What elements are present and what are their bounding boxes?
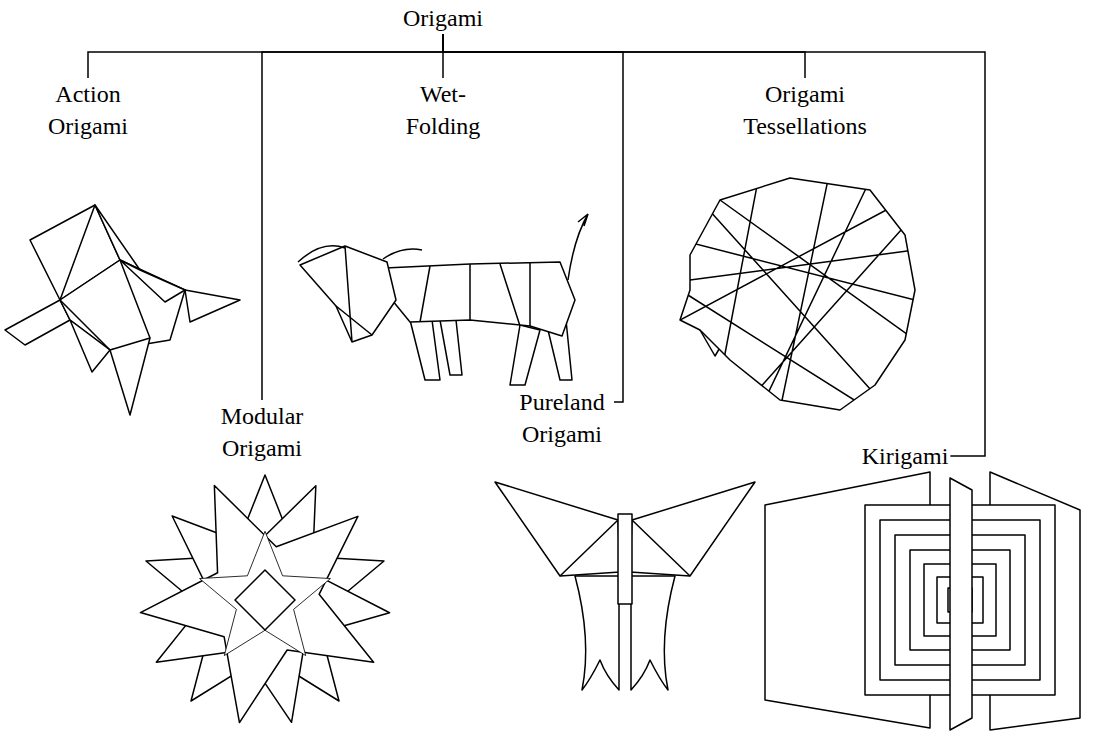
- category-name: Origami: [403, 2, 483, 34]
- modular-star-figure-part: [110, 428, 437, 735]
- butterfly-figure-part: [495, 482, 620, 576]
- category-label: Pureland Origami: [512, 386, 612, 450]
- bull-figure-part: [568, 214, 588, 280]
- butterfly-figure-part: [618, 514, 632, 604]
- frog-figure-part: [185, 290, 240, 322]
- butterfly-figure-part: [631, 576, 675, 690]
- tree-branch: [88, 34, 443, 78]
- category-name: Pureland Origami: [512, 386, 612, 450]
- kirigami-card-figure: [765, 472, 1080, 730]
- category-name: Origami Tessellations: [735, 78, 875, 142]
- root-label: Origami: [403, 2, 483, 34]
- category-name: Wet- Folding: [398, 78, 488, 142]
- frog-figure: [5, 205, 240, 415]
- bull-figure-part: [385, 262, 575, 336]
- frog-figure-part: [5, 300, 70, 345]
- tree-branch: [443, 34, 805, 78]
- category-label: Origami Tessellations: [735, 78, 875, 142]
- frog-figure-part: [60, 205, 150, 350]
- bull-figure-part: [440, 320, 462, 375]
- category-label: Kirigami: [862, 440, 949, 472]
- category-label: Modular Origami: [212, 400, 312, 464]
- bull-figure-part: [410, 320, 440, 380]
- frog-figure-part: [70, 320, 110, 372]
- category-label: Wet- Folding: [398, 78, 488, 142]
- butterfly-figure: [495, 482, 755, 690]
- frog-figure-part: [120, 260, 185, 302]
- kirigami-card-figure-part: [950, 478, 972, 730]
- category-label: Action Origami: [38, 78, 138, 142]
- modular-star-figure: [110, 428, 437, 735]
- bull-figure: [298, 214, 588, 385]
- modular-star-figure-part: [235, 570, 295, 630]
- tree-branch: [262, 34, 443, 400]
- tessellation-figure: [680, 170, 915, 410]
- tree-branch: [443, 34, 985, 456]
- modular-star-figure-part: [115, 437, 424, 735]
- frog-figure-part: [95, 205, 140, 270]
- modular-star-figure-part: [200, 531, 331, 655]
- butterfly-figure-part: [630, 482, 755, 576]
- frog-figure-part: [110, 338, 150, 415]
- tree-branch: [443, 34, 623, 402]
- category-name: Modular Origami: [212, 400, 312, 464]
- butterfly-figure-part: [575, 576, 619, 690]
- bull-figure-part: [510, 325, 540, 385]
- category-name: Kirigami: [862, 440, 949, 472]
- category-name: Action Origami: [38, 78, 138, 142]
- tessellation-figure-part: [680, 170, 915, 410]
- bull-figure-part: [420, 262, 530, 326]
- bull-figure-part: [298, 246, 422, 342]
